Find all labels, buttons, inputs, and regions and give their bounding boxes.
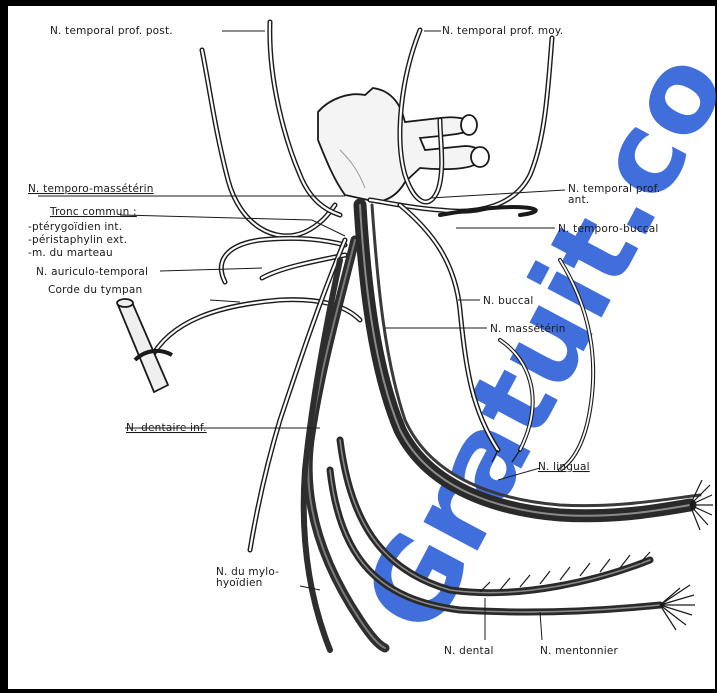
label-temporo-massetorin: N. temporo-massétérin	[28, 183, 154, 195]
label-temporal-prof-post: N. temporal prof. post.	[50, 25, 173, 37]
label-dentaire-inf: N. dentaire inf.	[126, 422, 207, 434]
label-dental: N. dental	[444, 645, 494, 657]
nerve-auriculo-temporal	[250, 240, 345, 550]
nerve-temporal-prof-post	[202, 50, 335, 236]
label-corde-du-tympan: Corde du tympan	[48, 284, 142, 296]
label-lingual: N. lingual	[538, 461, 590, 473]
label-pterygoidien-int: -ptérygoïdien int.	[28, 221, 122, 233]
label-buccal: N. buccal	[483, 295, 534, 307]
label-mentonnier: N. mentonnier	[540, 645, 619, 657]
label-auriculo-temporal: N. auriculo-temporal	[36, 266, 148, 278]
label-mylohyoidien-2: hyoïdien	[216, 577, 263, 589]
label-m-du-marteau: -m. du marteau	[28, 247, 113, 259]
label-tronc-commun: Tronc commun :	[49, 206, 137, 218]
label-temporal-prof-moy: N. temporal prof. moy.	[442, 25, 563, 37]
label-masseterin: N. massétérin	[490, 323, 566, 335]
label-temporo-buccal: N. temporo-buccal	[558, 223, 659, 235]
vessel-stump	[117, 299, 172, 392]
label-peristaphylin-ext: -péristaphylin ext.	[28, 234, 127, 246]
label-temporal-prof-ant-2: ant.	[568, 194, 589, 206]
